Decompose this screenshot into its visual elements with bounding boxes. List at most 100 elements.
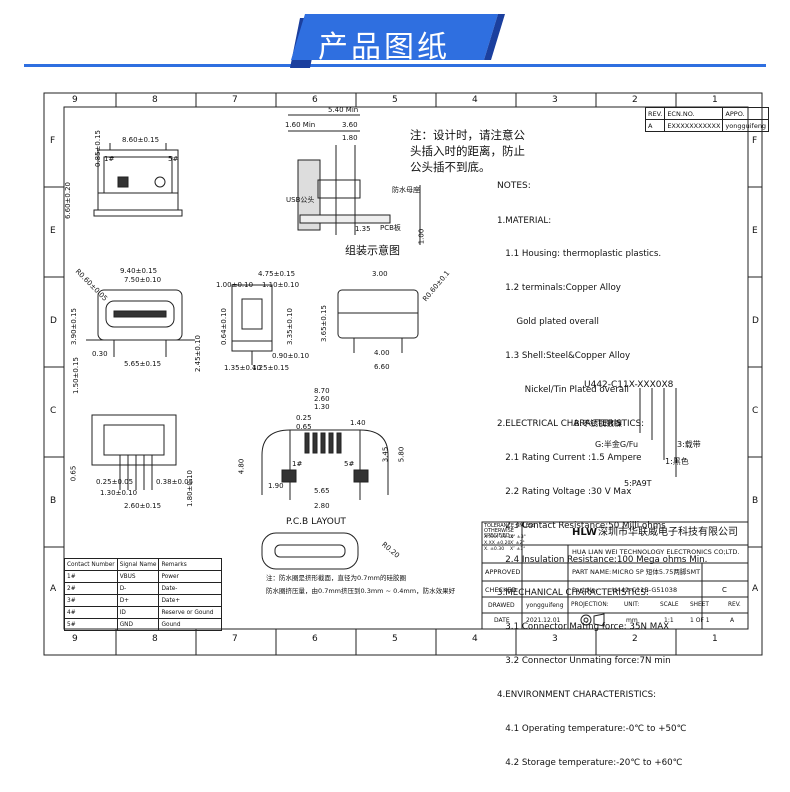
connector-bottom-view <box>91 414 177 490</box>
design-note: 注：设计时，请注意公 头插入时的距离，防止 公头插不到底。 <box>410 128 525 174</box>
sheet-label: SHEET <box>690 602 709 608</box>
dim-label: 1.40 <box>350 419 366 427</box>
note-line: 3.MECHANICAL CHARACTERISTICS: <box>497 588 649 599</box>
pin-label: 5# <box>344 460 355 468</box>
tolerance: X.XXX ±0.10 <box>484 535 514 540</box>
col-label: 4 <box>472 634 478 644</box>
header-banner <box>0 0 790 75</box>
col-label: 1 <box>712 634 718 644</box>
unit-label: UNIT: <box>624 602 640 608</box>
dim-label: 3.65±0.15 <box>320 304 329 343</box>
date-label: DATE <box>494 617 510 624</box>
dim-label: 3.00 <box>372 270 388 278</box>
dim-label: 5.65 <box>314 487 330 495</box>
col-label: 8 <box>152 95 158 105</box>
ecn-value: EXXXXXXXXXXX <box>664 119 724 132</box>
part-code-leaders <box>639 388 677 477</box>
note-line: 1.2 terminals:Copper Alloy <box>497 283 621 294</box>
col-label: 2 <box>632 634 638 644</box>
assembly-view <box>288 114 421 245</box>
banner-rule <box>24 64 766 67</box>
dim-label: 2.45±0.10 <box>194 334 203 373</box>
row-label: C <box>752 406 759 416</box>
note-line: Gold plated overall <box>497 317 599 328</box>
note-line: 2.ELECTRICAL CHARACTERISTICS: <box>497 418 645 429</box>
approved-label: APPROVED <box>485 568 521 576</box>
col-label: 6 <box>312 634 318 644</box>
dim-label: 2.60 <box>314 395 330 403</box>
note-line: 2.1 Rating Current :1.5 Ampere <box>497 452 642 463</box>
row-label: B <box>50 496 57 506</box>
col-label: 4 <box>472 95 478 105</box>
dim-label: 4.25±0.15 <box>252 364 290 372</box>
pin-label: 1# <box>292 460 303 468</box>
connector-end-view <box>337 289 419 353</box>
dim-label: 1.80±0.10 <box>186 469 195 508</box>
dim-label: 0.64±0.10 <box>220 307 229 346</box>
pin-label: 5# <box>168 155 179 163</box>
dim-label: 9.40±0.15 <box>120 267 158 275</box>
part-option: 3:载带 <box>677 440 701 449</box>
unit-value: mm <box>626 617 638 624</box>
appo-header: APPO. <box>722 107 770 120</box>
tolerance: X.XX ±0.20 <box>484 541 511 546</box>
part-option: G:半金G/Fu <box>595 440 639 449</box>
dim-label: 1.10±0.10 <box>262 281 300 289</box>
dim-label: 0.65 <box>296 423 312 431</box>
dim-label: 0.30 <box>92 350 108 358</box>
pcb-note: 防水圈挤压量，由0.7mm挤压到0.3mm ~ 0.4mm，防水效果好 <box>266 587 456 595</box>
dim-label: 3.90±0.15 <box>70 307 79 346</box>
dim-label: 1.30±0.10 <box>100 489 138 497</box>
sheet-value: 1 OF 1 <box>690 617 710 624</box>
dim-label: 8.60±0.15 <box>122 136 160 144</box>
note-line: 3.1 Connector Mating force: 35N MAX <box>497 622 670 633</box>
assembly-label: 防水母座 <box>392 186 420 194</box>
part-no-label: Part No: <box>572 586 598 594</box>
col-label: 9 <box>72 634 78 644</box>
note-line: 1.MATERIAL: <box>497 215 552 226</box>
col-label: 1 <box>712 95 718 105</box>
checked-label: CHECKED <box>485 586 517 594</box>
part-name: MICRO 5P 短体5.75两脚SMT <box>612 568 701 576</box>
dim-label: 0.90±0.10 <box>272 352 310 360</box>
scale-value: 1:1 <box>664 617 674 624</box>
col-label: 3 <box>552 95 558 105</box>
row-label: D <box>752 316 759 326</box>
connector-front-view <box>86 289 195 357</box>
company-name-cn: 深圳市华联威电子科技有限公司 <box>598 527 738 538</box>
page-title: 产品图纸 <box>318 30 450 65</box>
col-label: 2 <box>632 95 638 105</box>
col-label: 8 <box>152 634 158 644</box>
col-label: 3 <box>552 634 558 644</box>
company-logo: HLW <box>572 527 597 538</box>
table-row: 3#D+Date+ <box>64 594 223 607</box>
row-label: A <box>50 584 57 594</box>
sheet-frame <box>43 92 763 656</box>
drawing-sheet: 9 8 7 6 5 4 3 2 1 9 8 7 6 5 4 3 2 1 F E … <box>0 85 790 768</box>
company-name-en: HUA LIAN WEI TECHNOLOGY ELECTRONICS CO;L… <box>572 548 740 556</box>
dim-label: 0.85±0.15 <box>94 129 103 168</box>
dim-label: 0.38±0.05 <box>156 478 194 486</box>
part-no: U442-C11B-G51038 <box>612 586 678 594</box>
rev-header: REV. <box>644 107 666 120</box>
dim-label: 4.75±0.15 <box>258 270 296 278</box>
dim-label: 3.60 <box>342 121 358 129</box>
dim-label: 5.65±0.15 <box>124 360 162 368</box>
dim-label: 5.80 <box>397 446 406 463</box>
row-label: F <box>752 136 758 146</box>
pcb-layout-title: P.C.B LAYOUT <box>286 517 346 527</box>
dim-label: 0.25 <box>296 414 312 422</box>
banner-shape <box>291 14 498 60</box>
col-label: 7 <box>232 634 238 644</box>
rev-value: A <box>730 617 735 624</box>
dim-label: 2.80 <box>314 502 330 510</box>
col-label: 6 <box>312 95 318 105</box>
dim-label: 4.80 <box>237 458 246 475</box>
note-line: Nickel/Tin Plated overall <box>497 385 629 396</box>
connector-side-view <box>231 284 273 365</box>
dim-label: 3.45 <box>381 446 390 463</box>
note-line: 4.1 Operating temperature:-0℃ to +50℃ <box>497 723 687 734</box>
assembly-caption: 组装示意图 <box>345 244 400 257</box>
